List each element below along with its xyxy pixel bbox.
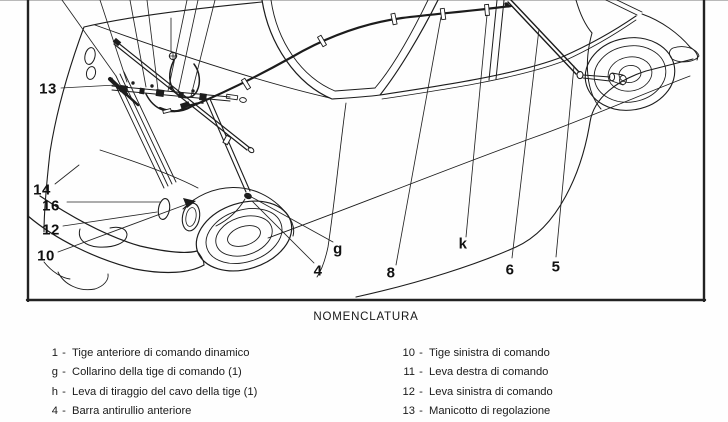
rear-control-rod	[504, 0, 611, 82]
callout-label-12: 12	[42, 221, 60, 239]
legend-item: h - Leva di tiraggio del cavo della tige…	[42, 383, 372, 402]
legend-item-separator: -	[419, 366, 423, 379]
legend-item-separator: -	[419, 405, 423, 418]
callout-label-16: 16	[42, 197, 60, 215]
front-control-rod	[112, 37, 255, 154]
legend-item: g - Collarino della tige di comando (1)	[42, 363, 372, 382]
legend-item-key: 10	[402, 347, 415, 359]
legend-item-text: Collarino della tige di comando (1)	[72, 366, 242, 379]
legend-item-separator: -	[62, 366, 66, 379]
legend-right-column: 10 - Tige sinistra di comando 11 - Leva …	[396, 344, 716, 422]
legend-item-text: Leva destra di comando	[429, 366, 549, 379]
front-fin	[57, 271, 109, 291]
callout-label-g: g	[333, 240, 343, 258]
front-wheel-arch	[182, 187, 295, 237]
callout-label-6: 6	[505, 261, 515, 279]
arrow-10	[183, 198, 196, 208]
control-lever-left	[157, 198, 171, 220]
legend-item-separator: -	[419, 347, 423, 359]
legend-item-key: 1	[51, 347, 58, 359]
legend-item-key: 12	[402, 385, 415, 398]
nomenclature-title: NOMENCLATURA	[313, 311, 419, 323]
control-cable	[158, 4, 513, 113]
callout-label-13: 13	[39, 80, 57, 98]
cable-clips	[240, 3, 490, 91]
legend-item-text: Tige sinistra di comando	[429, 347, 550, 359]
bumper-overrider	[78, 226, 128, 248]
headlight	[84, 47, 96, 65]
legend-item-text: Leva sinistra di comando	[429, 385, 553, 398]
callout-label-14: 14	[33, 181, 51, 199]
rear-hub-stub	[608, 72, 627, 86]
legend-item-key: 13	[402, 405, 415, 418]
callout-label-10: 10	[37, 247, 55, 265]
anti-roll-bar	[205, 98, 252, 200]
callout-label-4: 4	[313, 262, 323, 280]
front-linkage-cluster	[111, 51, 247, 114]
car-linkage-technical-drawing	[0, 0, 728, 302]
legend-item-separator: -	[62, 385, 66, 398]
legend-item-text: Tige anteriore di comando dinamico	[72, 347, 250, 359]
legend-item: 10 - Tige sinistra di comando	[396, 344, 716, 363]
car-body-outline	[43, 0, 700, 298]
legend-item-key: 11	[403, 366, 415, 379]
legend-item: 13 - Manicotto di regolazione	[396, 402, 716, 421]
legend-item: 1 - Tige anteriore di comando dinamico	[42, 344, 372, 363]
legend-item: 12 - Leva sinistra di comando	[396, 383, 716, 402]
leader-lines	[54, 0, 575, 266]
figure-frame: 13 14 16 12 10 4 g 8 k 6 5	[0, 0, 728, 302]
legend-item-separator: -	[62, 347, 66, 359]
legend-item-text: Manicotto di regolazione	[429, 405, 551, 418]
callout-label-5: 5	[551, 258, 561, 276]
callout-label-k: k	[458, 235, 468, 253]
legend-item-separator: -	[62, 405, 66, 418]
collar-g	[222, 134, 232, 146]
legend-left-column: 1 - Tige anteriore di comando dinamico g…	[42, 344, 372, 422]
callout-label-8: 8	[386, 264, 396, 282]
front-wheel	[195, 200, 293, 272]
steering-column	[108, 71, 177, 189]
rear-wheel	[584, 37, 676, 111]
legend-item-separator: -	[419, 385, 423, 398]
legend-item: 11 - Leva destra di comando	[396, 363, 716, 382]
legend-item-text: Leva di tiraggio del cavo della tige (1)	[72, 385, 258, 398]
legend-item-key: h	[51, 385, 58, 398]
control-lever-right	[181, 202, 201, 232]
drawing-border	[25, 0, 707, 302]
legend-item-key: g	[51, 366, 58, 379]
legend-item-key: 4	[51, 405, 58, 418]
rear-bumper	[669, 46, 700, 63]
adjustment-sleeve	[108, 77, 128, 96]
legend-item-text: Barra antirullio anteriore	[72, 405, 192, 418]
legend-item: 4 - Barra antirullio anteriore	[42, 402, 372, 421]
headlight-small	[85, 66, 97, 80]
